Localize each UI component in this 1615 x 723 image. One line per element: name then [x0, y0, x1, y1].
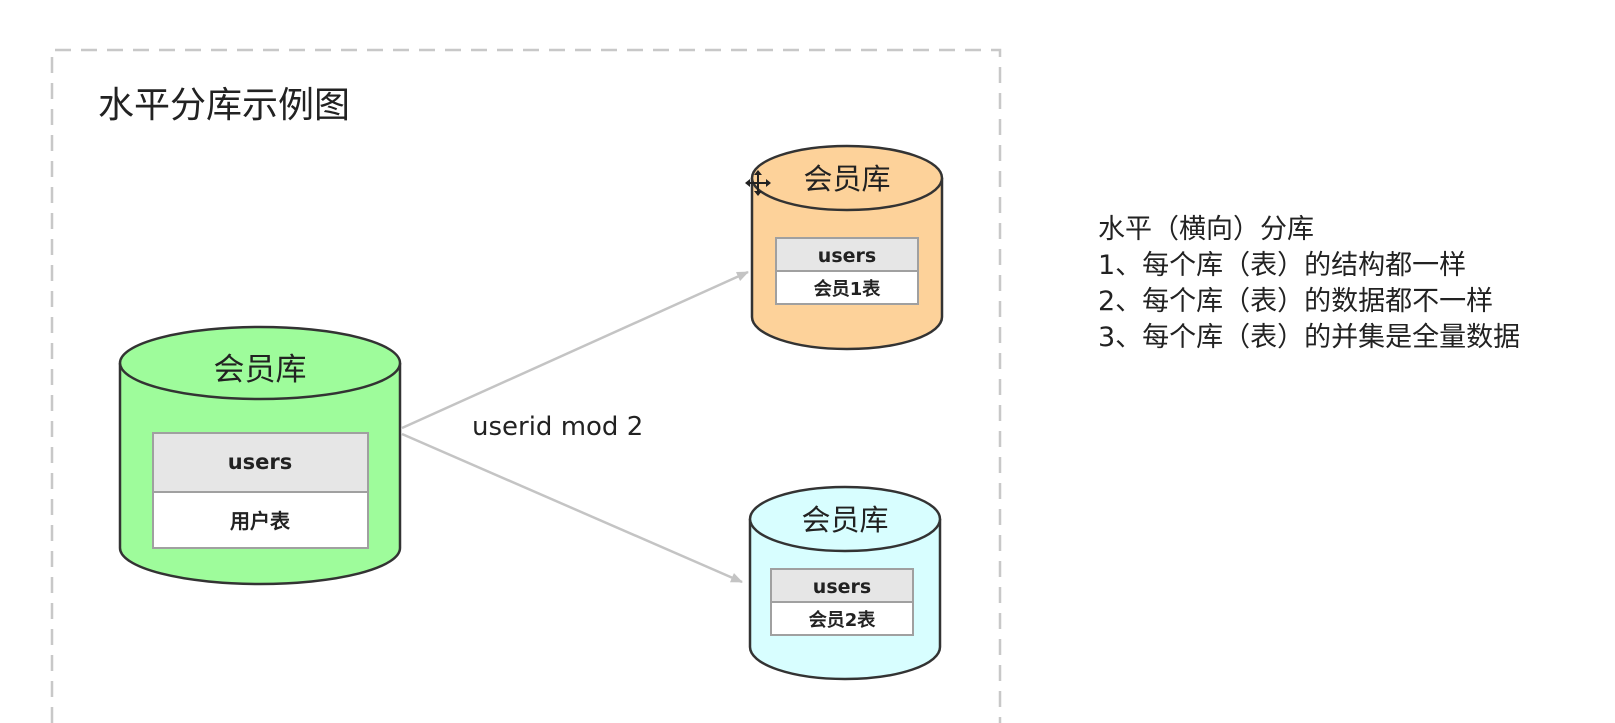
source-cylinder-top	[118, 325, 402, 401]
edge-to-target2	[401, 432, 743, 584]
edge-to-target1	[401, 270, 749, 430]
target2-db-label: 会员库	[801, 503, 888, 537]
source-table-header: users	[228, 450, 293, 474]
notes-item-2: 2、每个库（表）的数据都不一样	[1098, 286, 1494, 317]
notes-heading: 水平（横向）分库	[1098, 214, 1314, 245]
target1-table-body-bg	[775, 270, 919, 305]
target1-table-name: 会员1表	[814, 278, 882, 300]
source-table-body-bg	[152, 491, 369, 549]
notes-item-1: 1、每个库（表）的结构都一样	[1098, 250, 1467, 281]
source-table-header-bg	[152, 432, 369, 493]
source-db-label: 会员库	[214, 352, 307, 388]
notes-panel: 水平（横向）分库 1、每个库（表）的结构都一样 2、每个库（表）的数据都不一样 …	[1098, 212, 1520, 356]
diagram-title: 水平分库示例图	[98, 85, 350, 126]
target2-table-header-bg	[770, 568, 914, 603]
target1-database: 会员库 users 会员1表	[750, 144, 944, 351]
target1-table-header: users	[818, 245, 876, 267]
arrow-to-target1	[401, 270, 749, 430]
target2-cylinder-top	[748, 485, 942, 553]
edge-label: userid mod 2	[472, 412, 643, 442]
dashed-container-border	[50, 48, 1002, 723]
target2-table-header: users	[813, 576, 871, 598]
move-cursor-icon	[745, 170, 771, 196]
target1-db-label: 会员库	[803, 162, 890, 196]
target2-table-body-bg	[770, 601, 914, 636]
target2-table-name: 会员2表	[809, 609, 877, 631]
target1-cylinder-top	[750, 144, 944, 212]
arrow-to-target2	[401, 432, 743, 584]
source-database: 会员库 users 用户表	[118, 325, 402, 586]
notes-item-3: 3、每个库（表）的并集是全量数据	[1098, 322, 1521, 353]
source-table-name: 用户表	[230, 509, 291, 533]
target2-database: 会员库 users 会员2表	[748, 485, 942, 681]
